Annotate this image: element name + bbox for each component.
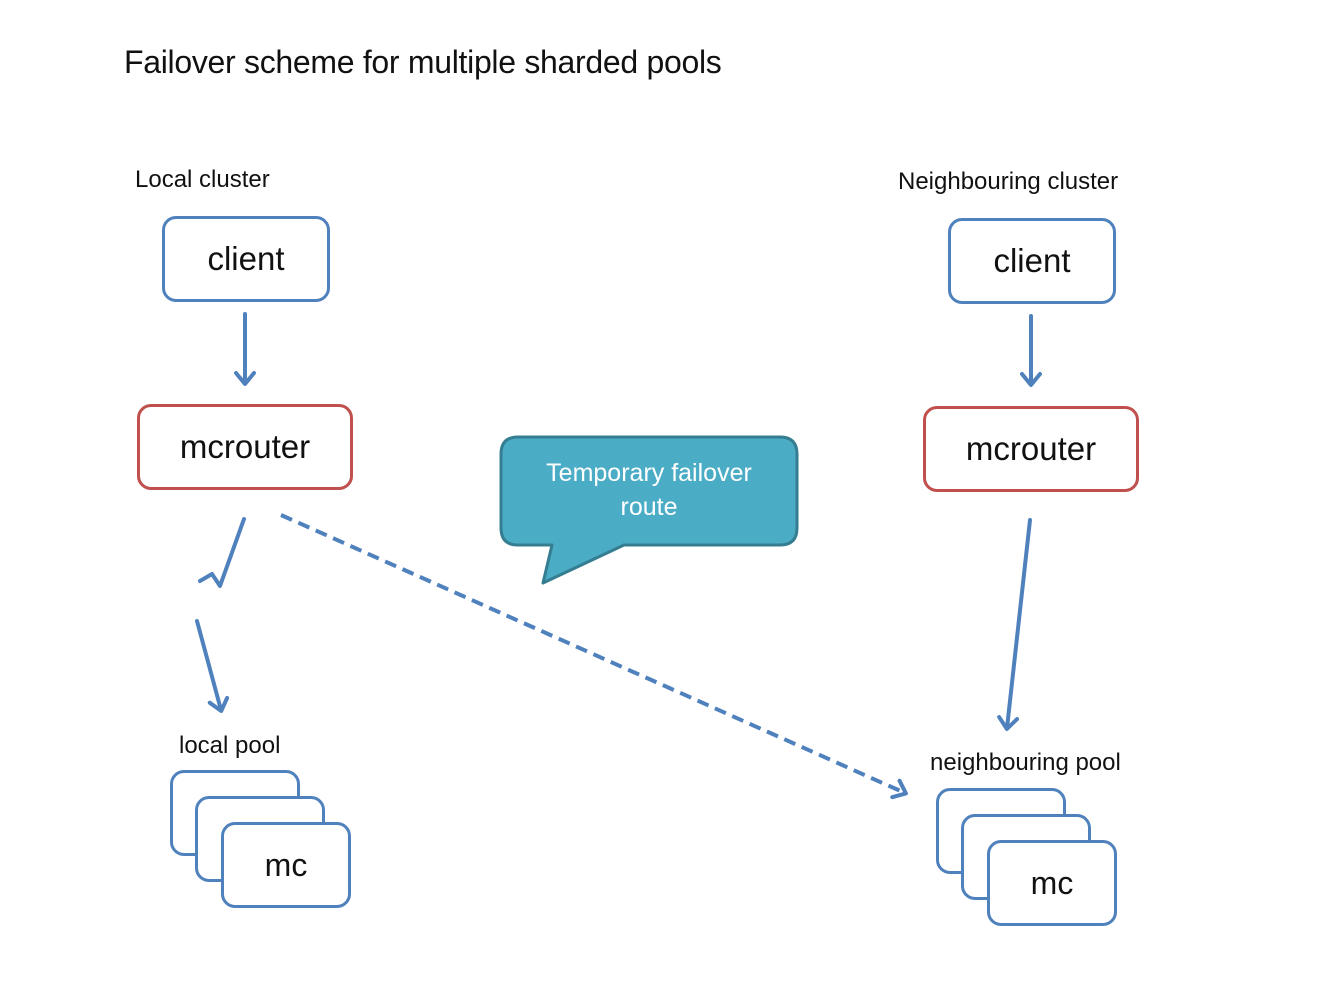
neighbouring-client-node[interactable]: client [948,218,1116,304]
local-mcrouter-node[interactable]: mcrouter [137,404,353,490]
local-pool-label: local pool [179,732,281,759]
neighbouring-cluster-label: Neighbouring cluster [898,168,1119,195]
neighbouring-pool-mc-label: mc [1030,864,1074,901]
failover-callout-text: Temporary failover route [502,456,796,524]
neighbouring-pool-card-front[interactable]: mc [987,840,1117,926]
local-pool-mc-label: mc [264,846,308,883]
edge-failover-dashed [280,513,908,800]
local-client-label: client [207,240,285,277]
edge-local-pool-arrow [195,619,230,713]
neighbouring-client-label: client [993,242,1071,279]
neighbouring-pool-label: neighbouring pool [930,749,1121,776]
neighbouring-mcrouter-label: mcrouter [965,430,1097,467]
local-client-node[interactable]: client [162,216,330,302]
neighbouring-mcrouter-node[interactable]: mcrouter [923,406,1139,492]
callout-line-1: Temporary failover [546,459,752,487]
callout-line-2: route [620,493,678,521]
edge-neighbour-mcrouter-to-pool [997,518,1032,731]
local-cluster-label: Local cluster [135,166,270,193]
local-pool-card-front[interactable]: mc [221,822,351,908]
diagram-title: Failover scheme for multiple sharded poo… [124,44,722,80]
local-mcrouter-label: mcrouter [179,428,311,465]
edge-local-mcrouter-to-pool-broken [198,517,246,588]
